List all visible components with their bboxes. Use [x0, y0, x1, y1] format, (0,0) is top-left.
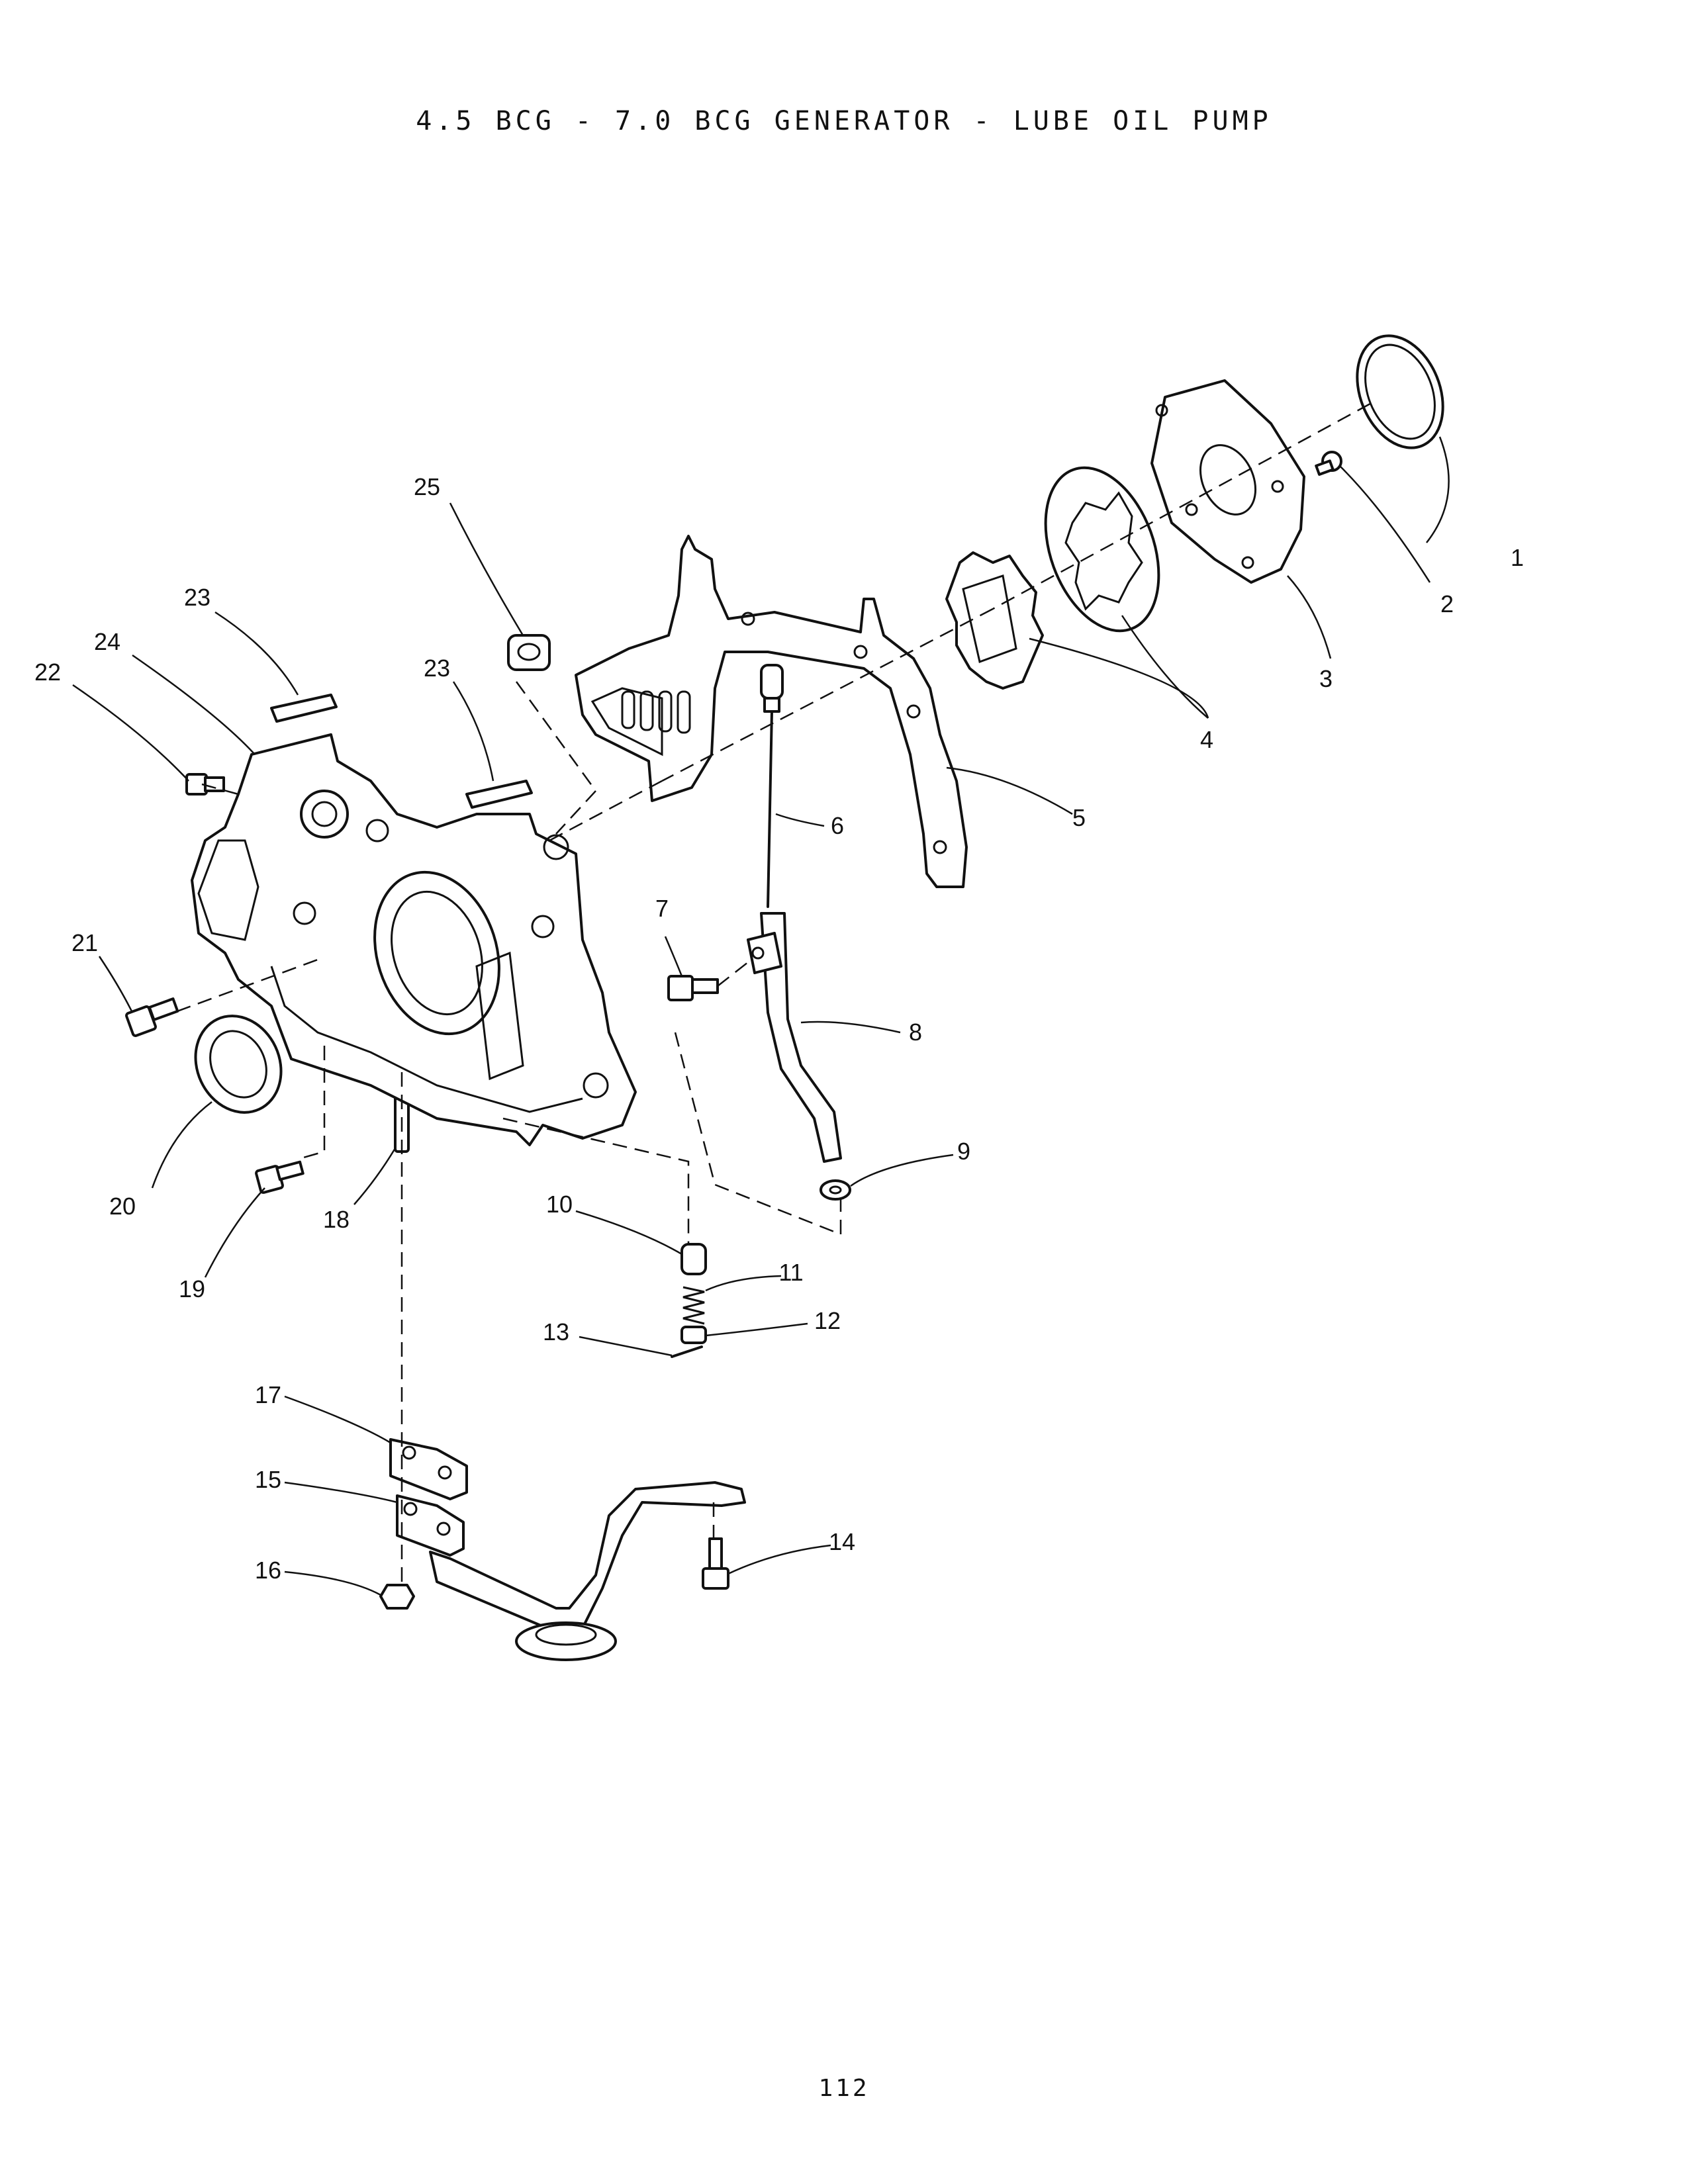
callout-13: 13: [543, 1318, 569, 1345]
callout-1: 1: [1511, 544, 1524, 571]
leader-lines: [72, 436, 1450, 1596]
callout-14: 14: [829, 1528, 855, 1555]
callout-4: 4: [1200, 726, 1213, 753]
callout-12: 12: [814, 1307, 841, 1334]
callout-11: 11: [778, 1259, 803, 1286]
callout-20: 20: [109, 1193, 136, 1220]
callout-15: 15: [255, 1466, 281, 1493]
part-1-o-ring: [1356, 334, 1444, 449]
part-23-seal-b: [465, 780, 533, 809]
callout-25: 25: [414, 473, 440, 500]
part-6-dipstick: [760, 664, 784, 908]
part-23-seal-a: [270, 694, 338, 723]
callout-23-right: 23: [424, 655, 450, 682]
callout-19: 19: [179, 1275, 205, 1302]
part-2-screw: [1315, 451, 1342, 476]
callout-8: 8: [909, 1019, 922, 1046]
part-7-bolt: [667, 975, 719, 1001]
part-13-cotter-pin: [671, 1345, 703, 1358]
part-20-oil-seal: [194, 1015, 283, 1114]
part-21-bolt: [125, 997, 179, 1037]
part-4-inner-rotor: [945, 551, 1044, 690]
callout-21: 21: [71, 929, 98, 956]
page-number: 112: [818, 2075, 870, 2102]
diagram-title: 4.5 BCG - 7.0 BCG GENERATOR - LUBE OIL P…: [416, 106, 1272, 136]
callout-5: 5: [1072, 804, 1086, 831]
callout-7: 7: [655, 895, 669, 922]
assembly-guide-lines: [155, 402, 1371, 1585]
callout-22: 22: [34, 659, 61, 686]
part-5-gasket: [575, 535, 968, 888]
part-10-relief-valve-plunger: [680, 1243, 707, 1275]
part-12-retainer: [680, 1326, 707, 1344]
part-9-washer: [820, 1179, 851, 1201]
part-15-oil-strainer: [396, 1481, 746, 1661]
part-25-plug: [507, 634, 551, 671]
callout-16: 16: [255, 1557, 281, 1584]
callout-3: 3: [1319, 665, 1333, 692]
part-8-guide-tube: [747, 912, 842, 1163]
part-17-gasket: [389, 1438, 468, 1500]
part-22-bolt: [185, 773, 225, 796]
callout-24: 24: [94, 628, 120, 655]
callout-9: 9: [957, 1138, 970, 1165]
part-16-nut: [379, 1584, 415, 1610]
part-14-bolt: [702, 1537, 729, 1590]
callout-23-left: 23: [184, 584, 211, 611]
callout-18: 18: [323, 1206, 350, 1233]
callout-labels: 1 2 3 4 5 6 7 8 9 10 11 12 13 14 15 16 1…: [34, 473, 1524, 1584]
callout-2: 2: [1440, 590, 1454, 617]
callout-17: 17: [255, 1381, 281, 1408]
part-19-bolt: [255, 1160, 305, 1194]
part-11-spring: [682, 1286, 705, 1325]
callout-6: 6: [831, 812, 844, 839]
part-24-oil-pump-body: [191, 733, 637, 1146]
callout-10: 10: [546, 1191, 573, 1218]
